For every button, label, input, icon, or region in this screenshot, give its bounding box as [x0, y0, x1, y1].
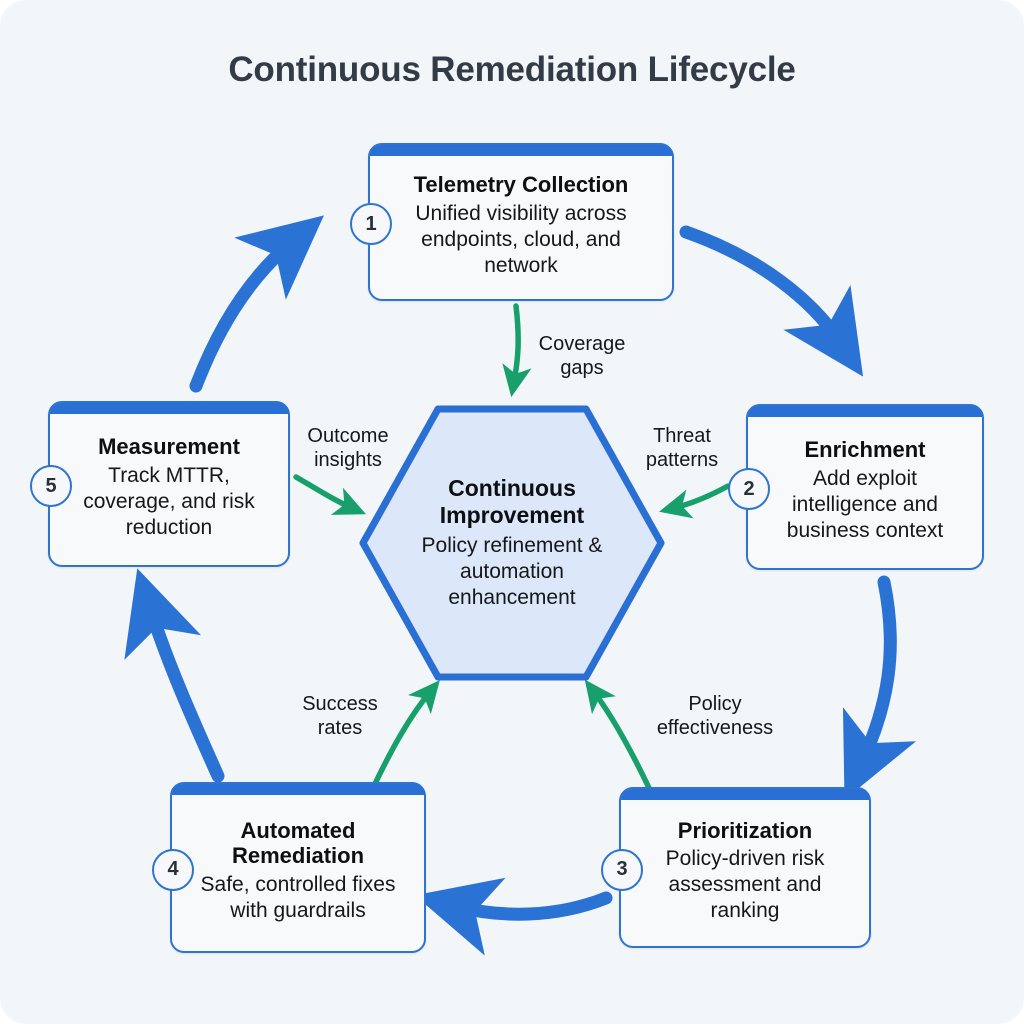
center-node-desc: Policy refinement & automation enhanceme…: [421, 533, 603, 609]
edge-label-success-rates: Success rates: [302, 693, 378, 740]
edge-label-coverage-gaps: Coverage gaps: [538, 333, 626, 380]
stage-desc-2: Add exploit intelligence and business co…: [786, 466, 944, 542]
stage-desc-4: Safe, controlled fixes with guardrails: [200, 872, 396, 923]
stage-badge-1: 1: [350, 203, 392, 245]
stage-node-telemetry-collection[interactable]: 1 Telemetry Collection Unified visibilit…: [350, 143, 674, 301]
cycle-arrow-prioritization-to-remediation: [414, 877, 613, 956]
page-title: Continuous Remediation Lifecycle: [228, 50, 796, 89]
stage-badge-2: 2: [728, 468, 770, 510]
feedback-arrow-threat-patterns: [659, 483, 731, 519]
feedback-arrow-success-rates: [369, 680, 440, 793]
cycle-arrow-enrichment-to-prioritization: [842, 575, 917, 800]
stage-desc-1: Unified visibility across endpoints, clo…: [415, 201, 627, 277]
feedback-arrow-outcome-insights: [293, 474, 367, 515]
stage-badge-3: 3: [601, 848, 643, 891]
stage-node-measurement[interactable]: 5 Measurement Track MTTR, coverage, and …: [30, 401, 290, 567]
stage-node-automated-remediation[interactable]: 4 Automated Remediation Safe, controlled…: [152, 782, 426, 953]
edge-label-outcome-insights: Outcome insights: [307, 425, 389, 472]
stage-title-4: Automated Remediation: [231, 817, 365, 869]
edge-label-policy-effectiveness: Policy effectiveness: [656, 693, 774, 740]
node-header-bar: [171, 783, 425, 795]
stage-title-3: Prioritization: [677, 817, 813, 843]
stage-badge-5: 5: [30, 465, 72, 507]
edge-label-threat-patterns: Threat patterns: [645, 425, 719, 472]
cycle-arrow-measurement-to-telemetry: [189, 215, 324, 393]
node-header-bar: [369, 144, 673, 156]
stage-title-5: Measurement: [98, 434, 240, 460]
stage-desc-3: Policy-driven risk assessment and rankin…: [665, 847, 825, 923]
feedback-arrow-policy-effectiveness: [584, 679, 653, 793]
stage-title-1: Telemetry Collection: [413, 172, 629, 198]
cycle-arrow-remediation-to-measurement: [124, 568, 225, 783]
stage-title-2: Enrichment: [804, 437, 926, 463]
feedback-arrow-coverage-gaps: [502, 303, 532, 398]
stage-node-enrichment[interactable]: 2 Enrichment Add exploit intelligence an…: [728, 404, 984, 570]
center-node-continuous-improvement[interactable]: Continuous Improvement Policy refinement…: [358, 404, 666, 682]
node-header-bar: [49, 402, 289, 414]
cycle-arrow-telemetry-to-enrichment: [679, 225, 864, 377]
node-header-bar: [620, 788, 870, 800]
stage-badge-4: 4: [152, 848, 194, 891]
stage-desc-5: Track MTTR, coverage, and risk reduction: [83, 463, 255, 539]
stage-node-prioritization[interactable]: 3 Prioritization Policy-driven risk asse…: [601, 787, 871, 948]
node-header-bar: [747, 405, 983, 417]
center-node-title: Continuous Improvement: [439, 475, 585, 528]
hexagon-shape: [359, 405, 665, 681]
